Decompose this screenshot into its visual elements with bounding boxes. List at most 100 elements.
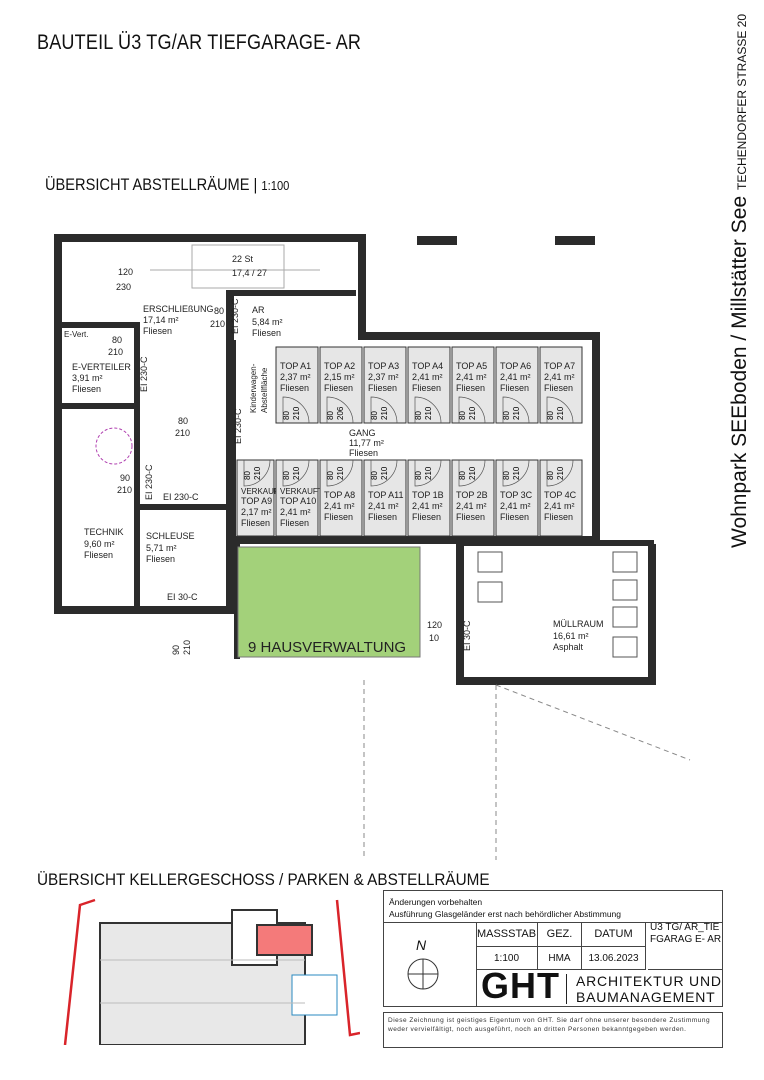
- storage-floor: Fliesen: [412, 383, 441, 393]
- storage-unit-area[interactable]: [275, 346, 319, 424]
- storage-floor: Fliesen: [280, 518, 309, 528]
- room-erschliessung-area: 17,14 m²: [143, 315, 179, 325]
- value-datum: 13.06.2023: [582, 946, 646, 970]
- door-height: 210: [336, 466, 345, 480]
- door-swing: [326, 396, 354, 424]
- room-erschliessung-floor: Fliesen: [143, 326, 172, 336]
- storage-floor: Fliesen: [500, 512, 529, 522]
- door-width: 80: [502, 411, 511, 420]
- room-technik-floor: Fliesen: [84, 550, 113, 560]
- door-label: 80: [178, 416, 188, 426]
- storage-name: TOP A1: [280, 361, 311, 371]
- door-label: 120: [118, 267, 133, 277]
- room-muellraum-area: 16,61 m²: [553, 631, 589, 641]
- door-width: 80: [370, 411, 379, 420]
- room-schleuse-area: 5,71 m²: [146, 543, 177, 553]
- door-label: 210: [182, 640, 192, 655]
- room-everteiler-floor: Fliesen: [72, 384, 101, 394]
- storage-floor: Fliesen: [544, 383, 573, 393]
- fire-door-label: EI 230-C: [230, 298, 240, 334]
- door-width: 80: [458, 411, 467, 420]
- door-swing: [243, 459, 271, 487]
- door-swing: [370, 396, 398, 424]
- storage-name: TOP 1B: [412, 490, 444, 500]
- storage-area: 2,15 m²: [324, 372, 355, 382]
- storage-floor: Fliesen: [368, 512, 397, 522]
- storage-floor: Fliesen: [544, 512, 573, 522]
- title-block: Änderungen vorbehalten Ausführung Glasge…: [383, 890, 723, 1007]
- storage-name: TOP 4C: [544, 490, 577, 500]
- room-ar-name: AR: [252, 305, 265, 315]
- storage-floor: Fliesen: [456, 512, 485, 522]
- storage-area: 2,41 m²: [500, 372, 531, 382]
- evert-label: E-Vert.: [64, 330, 88, 339]
- header-massstab: MASSSTAB: [476, 922, 538, 946]
- storage-name: TOP A10: [280, 496, 316, 506]
- storage-floor: Fliesen: [324, 383, 353, 393]
- ght-logo: GHT: [481, 965, 560, 1006]
- door-swing: [282, 396, 310, 424]
- door-label: 90: [120, 473, 130, 483]
- north-arrow-icon: [407, 958, 439, 990]
- door-swing: [326, 459, 354, 487]
- storage-area: 2,41 m²: [280, 507, 311, 517]
- storage-name: TOP A7: [544, 361, 575, 371]
- storage-name: TOP A11: [368, 490, 404, 500]
- storage-floor: Fliesen: [368, 383, 397, 393]
- door-swing: [546, 459, 574, 487]
- storage-area: 2,41 m²: [544, 372, 575, 382]
- door-label: 210: [175, 428, 190, 438]
- storage-area: 2,41 m²: [412, 372, 443, 382]
- storage-name: TOP A8: [324, 490, 355, 500]
- room-schleuse-floor: Fliesen: [146, 554, 175, 564]
- highlighted-storage: [256, 924, 313, 956]
- stair: [150, 244, 320, 289]
- storage-name: TOP A2: [324, 361, 355, 371]
- door-width: 80: [502, 471, 511, 480]
- door-height: 210: [380, 466, 389, 480]
- door-swing: [502, 396, 530, 424]
- door-width: 80: [282, 411, 291, 420]
- hausverwaltung-area[interactable]: [237, 546, 421, 658]
- room-technik-name: TECHNIK: [84, 527, 124, 537]
- storage-unit-area[interactable]: [236, 459, 275, 537]
- room-muellraum-name: MÜLLRAUM: [553, 619, 604, 629]
- door-label: 210: [210, 319, 225, 329]
- fire-door-label: EI 230-C: [233, 408, 243, 444]
- header-datum: DATUM: [582, 922, 646, 946]
- room-technik-area: 9,60 m²: [84, 539, 115, 549]
- value-gez: HMA: [538, 946, 582, 970]
- door-width: 80: [282, 471, 291, 480]
- company-line-2: BAUMANAGEMENT: [576, 989, 716, 1005]
- door-swing: [458, 459, 486, 487]
- door-swing: [282, 459, 310, 487]
- storage-area: 2,41 m²: [456, 501, 487, 511]
- door-height: 210: [424, 466, 433, 480]
- overview-minimap: [63, 898, 360, 1045]
- door-label: 80: [112, 335, 122, 345]
- door-label: 120: [427, 620, 442, 630]
- gang-corridor: [236, 423, 592, 460]
- subtitle-text: ÜBERSICHT ABSTELLRÄUME: [45, 175, 250, 194]
- storage-floor: Fliesen: [412, 512, 441, 522]
- storage-area: 2,41 m²: [544, 501, 575, 511]
- room-muellraum-floor: Asphalt: [553, 642, 584, 652]
- door-height: 210: [468, 406, 477, 420]
